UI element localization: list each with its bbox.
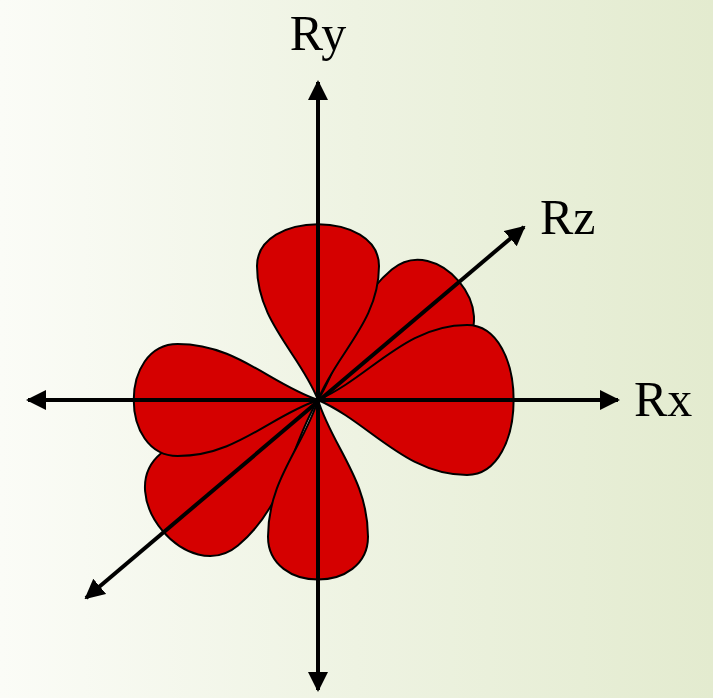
- axis-label: Rz: [540, 192, 596, 242]
- axis-label: Ry: [290, 8, 346, 58]
- axis-label: Rx: [634, 374, 692, 424]
- y-axis: [316, 82, 320, 690]
- axes: [28, 82, 618, 690]
- z-axis: [86, 227, 524, 598]
